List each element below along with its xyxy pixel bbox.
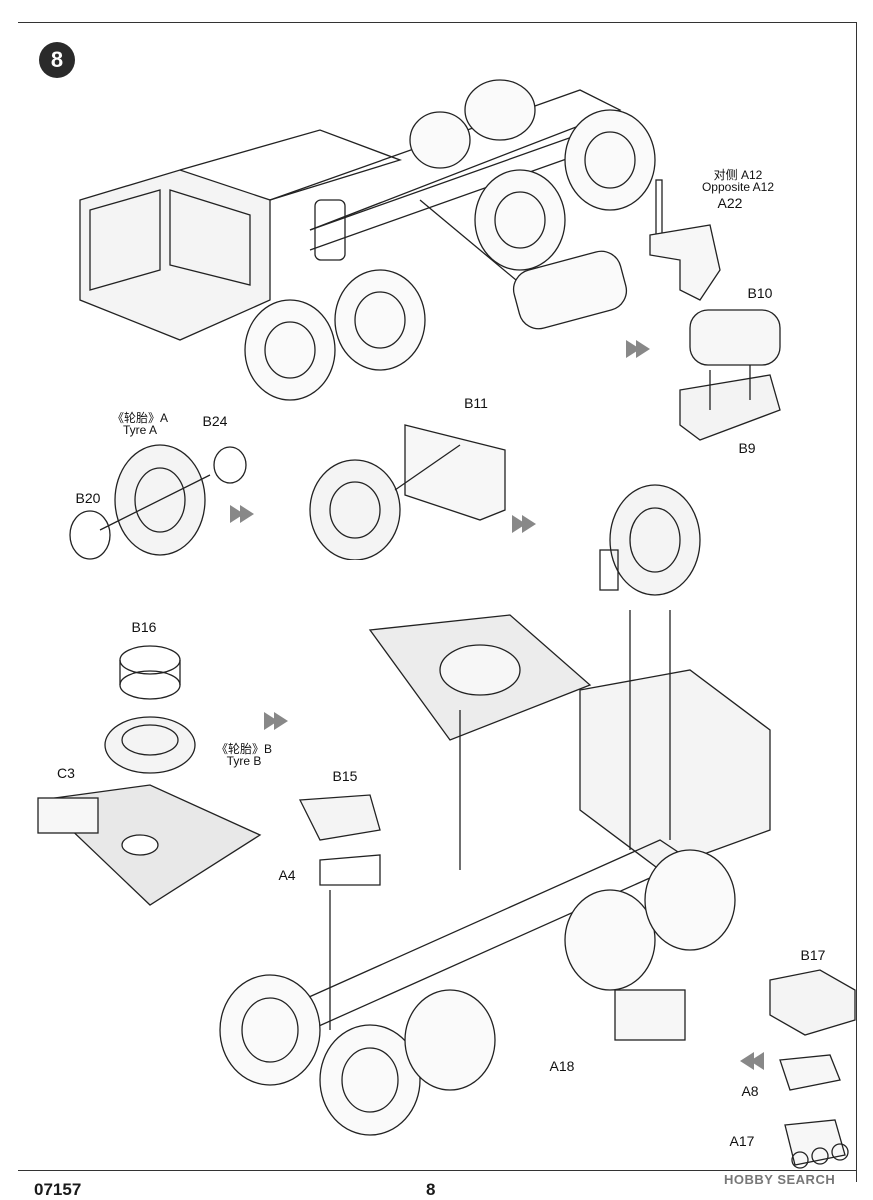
callout-tyre-b-cn: 《轮胎》B [215, 742, 273, 756]
b11-wheel-illustration [309, 424, 506, 560]
frame-top-line [18, 22, 856, 23]
page-number: 8 [426, 1180, 436, 1199]
callout-a12-en: Opposite A12 [701, 180, 775, 194]
frame-right-line [856, 22, 857, 1182]
direction-arrow-b11 [512, 515, 536, 533]
callout-tyre-a-cn: 《轮胎》A [111, 411, 169, 425]
battery-b17-a8-a17-illustration [769, 969, 856, 1169]
callout-a17: A17 [729, 1133, 755, 1149]
callout-a22: A22 [717, 195, 743, 211]
callout-b16: B16 [131, 619, 157, 635]
direction-arrow-tyre-a [230, 505, 254, 523]
frame-bottom-line [18, 1170, 856, 1171]
direction-arrow-top [626, 340, 650, 358]
callout-b10: B10 [747, 285, 773, 301]
callout-a18: A18 [549, 1058, 575, 1074]
callout-a8: A8 [741, 1083, 759, 1099]
callout-tyre-b-en: Tyre B [226, 754, 262, 768]
c3-platform-illustration [37, 784, 262, 906]
tyre-a-illustration [69, 444, 247, 560]
product-code: 07157 [34, 1180, 82, 1199]
spare-wheel-bracket-illustration [599, 484, 701, 596]
callout-b9: B9 [738, 440, 756, 456]
callout-b11: B11 [464, 395, 488, 411]
step-number-badge: 8 [39, 42, 75, 78]
callout-c3: C3 [57, 765, 75, 781]
direction-arrow-b17 [740, 1052, 764, 1070]
bottom-truck-illustration [219, 610, 771, 1136]
callout-b24: B24 [202, 413, 228, 429]
callout-a4: A4 [278, 867, 296, 883]
callout-tyre-a-en: Tyre A [122, 423, 158, 437]
tyre-b-illustration [104, 645, 196, 774]
callout-a12-cn: 对侧 A12 [713, 168, 763, 182]
callout-b17: B17 [800, 947, 826, 963]
callout-b15: B15 [332, 768, 358, 784]
callout-b20: B20 [75, 490, 101, 506]
mudflap-a22-illustration [649, 179, 721, 301]
watermark-logo: HOBBY SEARCH [724, 1172, 836, 1187]
direction-arrow-tyre-b [264, 712, 288, 730]
tank-b10-b9-illustration [679, 309, 781, 441]
top-truck-illustration [79, 79, 656, 401]
